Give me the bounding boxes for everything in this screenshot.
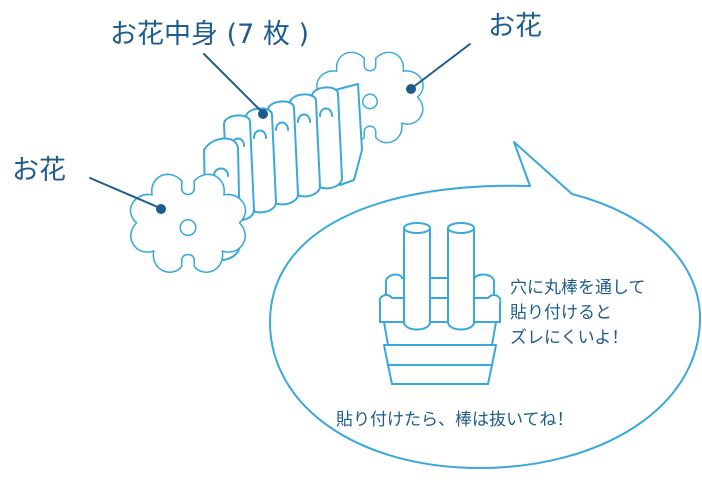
bubble-note: 貼り付けたら、棒は抜いてね！ — [336, 410, 574, 430]
leader-dot-right — [406, 84, 416, 94]
label-flower-right: お花 — [488, 11, 542, 42]
rod-assembly — [378, 222, 502, 385]
rod-right — [447, 222, 475, 331]
bubble-tip-line-1: 穴に丸棒を通して — [510, 278, 646, 298]
leader-dot-left — [156, 204, 166, 214]
bubble-tip-line-2: 貼り付けると — [510, 303, 612, 323]
label-inner-flowers: お花中身 (7 枚 ) — [110, 19, 309, 50]
leader-line-inner — [203, 53, 263, 113]
leader-line-right — [411, 43, 471, 89]
leader-dot-inner — [258, 109, 268, 119]
rod-left — [403, 222, 431, 331]
label-flower-left: お花 — [12, 155, 66, 186]
bubble-tip-line-3: ズレにくいよ！ — [510, 328, 629, 348]
inner-flower-stack — [203, 83, 363, 262]
leader-line-left — [89, 177, 161, 209]
